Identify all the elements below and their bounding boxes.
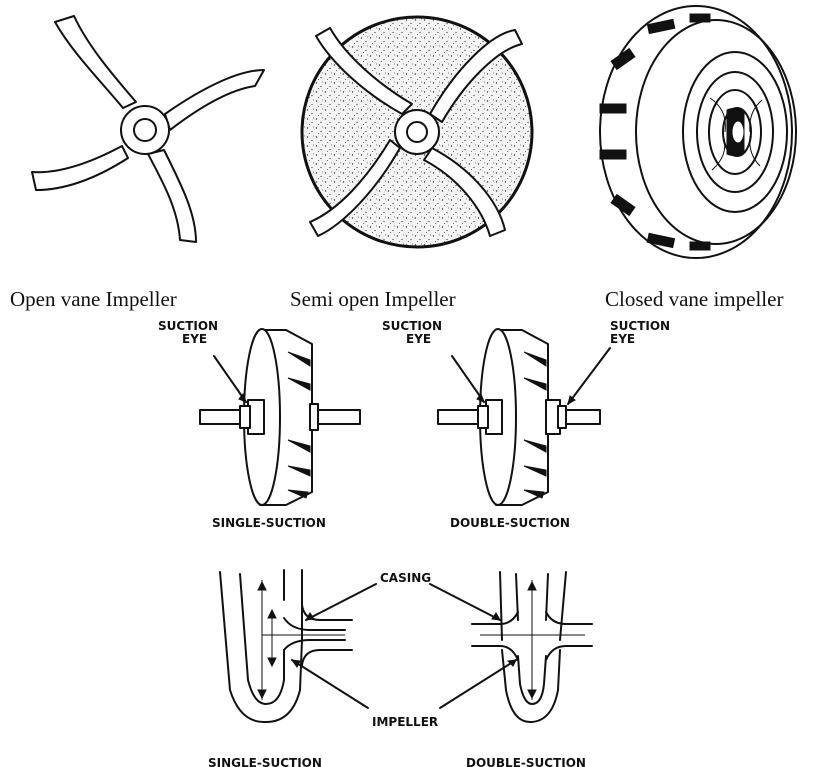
closed-vane-impeller-illustration xyxy=(600,6,796,258)
double-suction-right-eye-label-line2: EYE xyxy=(610,332,635,346)
semi-open-impeller-caption: Semi open Impeller xyxy=(290,287,456,311)
impeller-callout xyxy=(292,660,516,708)
double-suction-left-eye-label-line1: SUCTION xyxy=(382,319,442,333)
double-suction-impeller-side-view xyxy=(438,329,610,505)
single-suction-casing-caption: SINGLE-SUCTION xyxy=(208,756,322,767)
double-suction-casing-section xyxy=(472,572,592,722)
closed-vane-impeller-caption: Closed vane impeller xyxy=(605,287,783,311)
single-suction-eye-label-line2: EYE xyxy=(182,332,207,346)
single-suction-casing-section xyxy=(220,570,352,722)
casing-callout xyxy=(306,584,500,620)
open-vane-impeller-caption: Open vane Impeller xyxy=(10,287,177,311)
open-vane-impeller-illustration xyxy=(32,16,264,242)
single-suction-caption: SINGLE-SUCTION xyxy=(212,516,326,530)
double-suction-caption: DOUBLE-SUCTION xyxy=(450,516,570,530)
impeller-label: IMPELLER xyxy=(372,715,438,729)
single-suction-impeller-side-view xyxy=(200,329,360,505)
double-suction-right-eye-label-line1: SUCTION xyxy=(610,319,670,333)
double-suction-left-eye-label-line2: EYE xyxy=(406,332,431,346)
semi-open-impeller-illustration xyxy=(302,17,532,247)
double-suction-casing-caption: DOUBLE-SUCTION xyxy=(466,756,586,767)
single-suction-eye-label-line1: SUCTION xyxy=(158,319,218,333)
casing-label: CASING xyxy=(380,571,431,585)
